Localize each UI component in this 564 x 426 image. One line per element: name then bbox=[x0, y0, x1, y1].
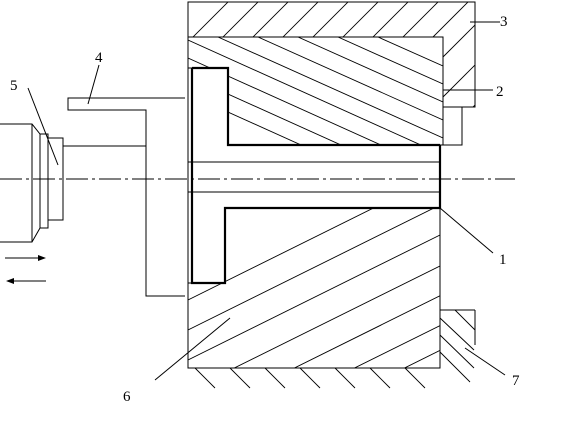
right-support bbox=[439, 309, 476, 383]
label-1: 1 bbox=[499, 252, 507, 268]
label-5: 5 bbox=[10, 78, 18, 94]
label-7: 7 bbox=[512, 373, 520, 389]
holder-arm bbox=[67, 97, 185, 297]
motion-arrows bbox=[5, 255, 46, 284]
top-plate bbox=[187, 1, 476, 108]
label-2: 2 bbox=[496, 84, 504, 100]
right-step bbox=[443, 106, 463, 146]
label-4: 4 bbox=[95, 50, 103, 66]
left-tool bbox=[0, 123, 146, 243]
upper-block bbox=[187, 36, 444, 146]
label-3: 3 bbox=[500, 14, 508, 30]
base-hatch bbox=[188, 367, 440, 389]
core-part bbox=[187, 66, 442, 285]
label-6: 6 bbox=[123, 389, 131, 405]
leader-lines bbox=[27, 21, 506, 381]
